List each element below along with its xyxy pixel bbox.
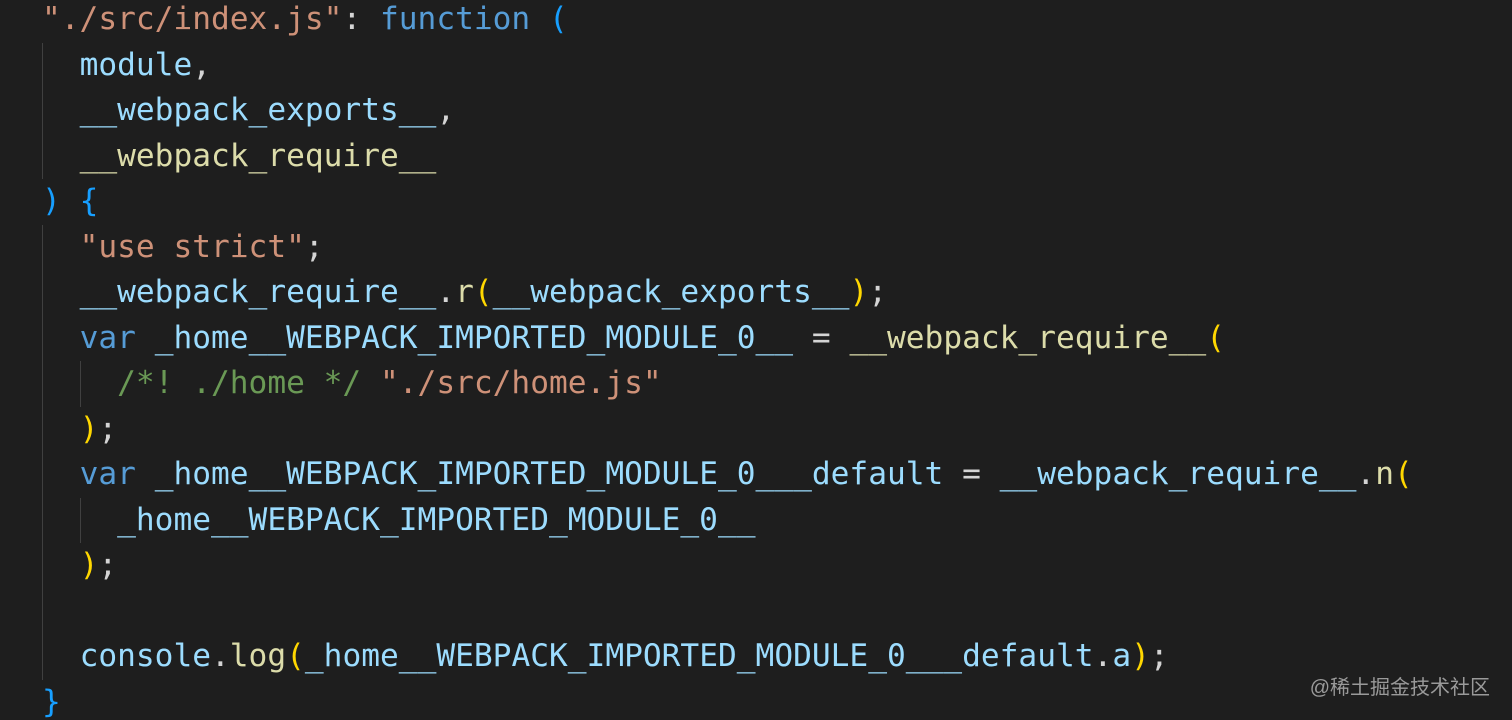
code-token: _home__WEBPACK_IMPORTED_MODULE_0___defau… <box>304 638 1094 674</box>
code-token: ( <box>1206 319 1225 356</box>
code-token: _home__WEBPACK_IMPORTED_MODULE_0___defau… <box>154 456 944 492</box>
code-token <box>42 320 80 356</box>
code-token: } <box>42 683 61 720</box>
indent-guide-line <box>42 224 43 680</box>
code-token <box>136 456 155 492</box>
code-token <box>42 47 80 83</box>
code-token: module <box>79 46 193 83</box>
indent-guide-line <box>80 497 81 543</box>
code-token: var <box>79 456 136 492</box>
code-token <box>61 183 80 219</box>
code-token: ; <box>304 228 324 265</box>
code-token: r <box>455 274 474 310</box>
code-token <box>42 456 80 492</box>
code-token: function <box>380 1 531 37</box>
code-token: . <box>436 274 456 310</box>
code-token <box>42 365 117 401</box>
code-token <box>42 547 80 583</box>
code-token: var <box>79 319 136 356</box>
code-token: a <box>1112 638 1132 674</box>
code-token: __webpack_exports__ <box>492 274 850 310</box>
code-line: __webpack_require__.r(__webpack_exports_… <box>42 270 887 316</box>
code-token: __webpack_require__ <box>999 456 1357 492</box>
indent-guide-line <box>42 42 43 179</box>
code-token: "./src/home.js" <box>380 365 662 401</box>
code-token: /*! ./home */ <box>117 365 362 401</box>
code-token: log <box>229 638 287 674</box>
code-line: __webpack_exports__, <box>42 88 456 134</box>
code-token <box>42 502 117 538</box>
code-line: ) { <box>42 179 98 225</box>
code-token: __webpack_exports__ <box>79 92 437 128</box>
code-token: __webpack_require__ <box>849 319 1207 356</box>
code-line: } <box>42 680 61 720</box>
code-token: ) <box>79 547 99 583</box>
code-token: . <box>211 638 230 674</box>
code-token <box>42 274 80 310</box>
code-token: ( <box>473 274 493 310</box>
code-line: module, <box>42 43 211 89</box>
code-token: _home__WEBPACK_IMPORTED_MODULE_0__ <box>117 501 756 538</box>
code-token <box>361 365 380 401</box>
code-token <box>42 138 80 174</box>
code-line: console.log(_home__WEBPACK_IMPORTED_MODU… <box>42 634 1169 680</box>
code-token <box>42 229 80 265</box>
code-token: , <box>192 46 212 83</box>
code-token: ) <box>849 274 869 310</box>
code-token: ; <box>98 547 118 583</box>
code-token: : <box>342 1 380 37</box>
code-line: ); <box>42 407 118 453</box>
code-token: ( <box>286 638 305 674</box>
code-token: n <box>1375 456 1394 492</box>
code-token: ; <box>1149 638 1169 674</box>
code-token: ) <box>42 183 61 219</box>
code-line: /*! ./home */ "./src/home.js" <box>42 361 662 407</box>
code-token: console <box>79 638 211 674</box>
code-token: ( <box>549 1 568 37</box>
code-token: ; <box>98 410 118 447</box>
code-token <box>136 320 155 356</box>
code-token <box>42 411 80 447</box>
code-token: __webpack_require__ <box>79 137 437 174</box>
watermark-text: @稀土掘金技术社区 <box>1309 677 1490 699</box>
code-token: { <box>79 183 99 219</box>
indent-guide-line <box>80 361 81 407</box>
code-line: __webpack_require__ <box>42 134 437 180</box>
code-token: ( <box>1393 456 1413 492</box>
code-token: "use strict" <box>79 228 305 265</box>
code-token: _home__WEBPACK_IMPORTED_MODULE_0__ <box>154 319 794 356</box>
code-token <box>42 638 80 674</box>
code-token: ; <box>868 274 887 310</box>
code-token: = <box>943 456 1000 492</box>
code-line: _home__WEBPACK_IMPORTED_MODULE_0__ <box>42 498 756 544</box>
code-token: "./src/index.js" <box>42 1 343 37</box>
code-line: "use strict"; <box>42 225 324 271</box>
code-token: __webpack_require__ <box>79 274 437 310</box>
code-line: var _home__WEBPACK_IMPORTED_MODULE_0__ =… <box>42 316 1225 362</box>
code-line: "./src/index.js": function ( <box>42 0 568 43</box>
code-token: , <box>436 92 456 128</box>
code-token: . <box>1093 638 1113 674</box>
code-token <box>530 1 549 37</box>
code-token: ) <box>79 410 99 447</box>
code-token: = <box>793 319 850 356</box>
code-token: . <box>1356 456 1376 492</box>
code-token <box>42 92 80 128</box>
code-line: ); <box>42 543 118 589</box>
code-line: var _home__WEBPACK_IMPORTED_MODULE_0___d… <box>42 452 1413 498</box>
code-token: ) <box>1131 638 1150 674</box>
